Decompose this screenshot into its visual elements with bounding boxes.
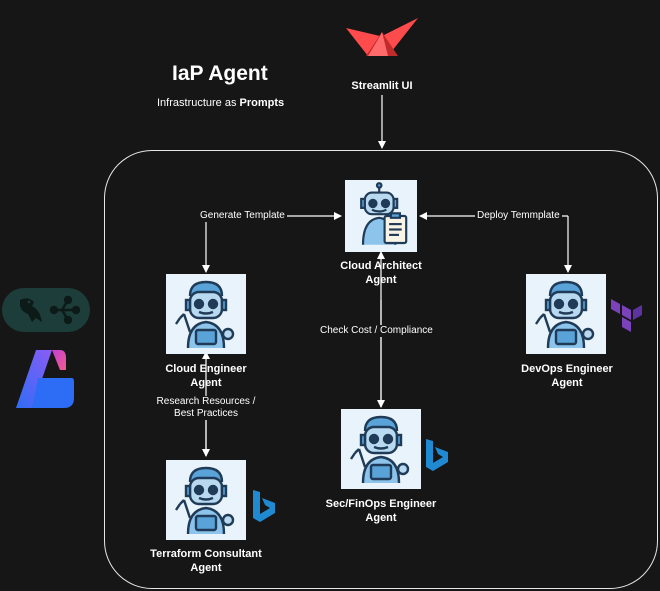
robot-engineer-icon [526, 274, 606, 354]
secfinops-agent-label: Sec/FinOps Engineer Agent [306, 497, 456, 525]
devops-label-line2: Agent [551, 377, 583, 389]
edge-label-research-line2: Best Practices [174, 408, 238, 419]
architect-label-line2: Agent [365, 274, 397, 286]
subtitle-prefix: Infrastructure as [157, 97, 240, 109]
architect-agent-label: Cloud Architect Agent [320, 259, 442, 287]
azure-ai-icon [16, 350, 74, 408]
engineer-agent-label: Cloud Engineer Agent [142, 362, 270, 390]
langchain-parrot-icon [2, 288, 90, 332]
edge-label-research-line1: Research Resources / [156, 396, 256, 407]
robot-engineer-icon [166, 274, 246, 354]
terraform-agent-label: Terraform Consultant Agent [136, 547, 276, 575]
diagram-title: IaP Agent [172, 62, 268, 85]
terraform-icon [611, 299, 642, 332]
edge-label-research: Research Resources / Best Practices [148, 396, 264, 420]
architect-label-line1: Cloud Architect [340, 260, 422, 272]
devops-label-line1: DevOps Engineer [521, 363, 613, 375]
bing-icon [253, 490, 275, 522]
secfinops-label-line2: Agent [365, 512, 397, 524]
secfinops-label-line1: Sec/FinOps Engineer [325, 498, 437, 510]
robot-engineer-icon [341, 409, 421, 489]
edge-label-check: Check Cost / Compliance [318, 325, 435, 337]
diagram-subtitle: Infrastructure as Prompts [157, 97, 284, 109]
streamlit-crown-icon [346, 18, 418, 56]
edge-label-generate: Generate Template [198, 210, 287, 222]
terraform-label-line2: Agent [190, 562, 222, 574]
terraform-label-line1: Terraform Consultant [150, 548, 262, 560]
edge-label-deploy: Deploy Temmplate [475, 210, 562, 222]
engineer-label-line2: Agent [190, 377, 222, 389]
subtitle-bold: Prompts [239, 97, 285, 109]
robot-engineer-icon [166, 460, 246, 540]
devops-agent-label: DevOps Engineer Agent [504, 362, 630, 390]
engineer-label-line1: Cloud Engineer [165, 363, 247, 375]
agents-container [104, 150, 658, 589]
streamlit-ui-label: Streamlit UI [351, 80, 413, 92]
robot-with-clipboard-icon [345, 180, 417, 252]
bing-icon [426, 439, 448, 471]
